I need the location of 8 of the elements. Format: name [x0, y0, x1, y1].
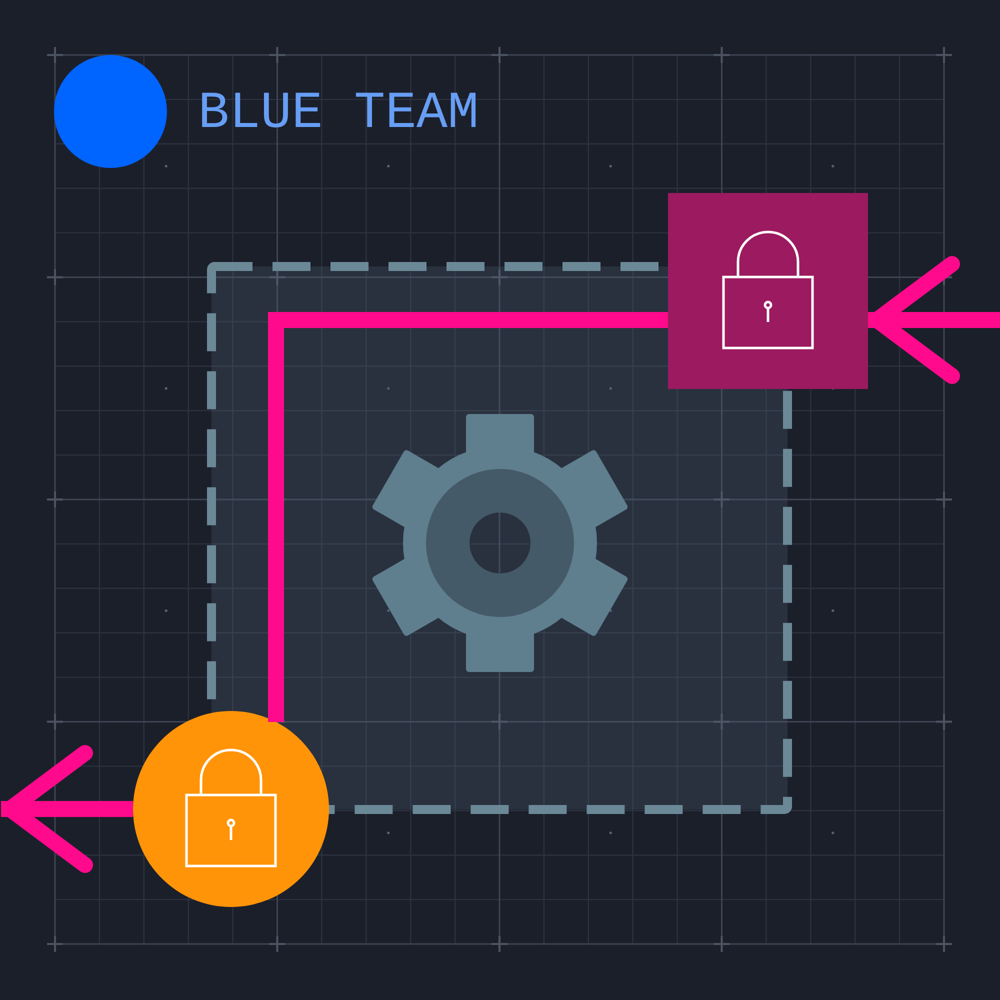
lock-disc: [133, 711, 329, 907]
dashed-boundary: [207, 262, 792, 814]
arrow: [1, 745, 133, 873]
arrow: [868, 256, 1000, 384]
lock-tile: [668, 193, 868, 389]
connector-line: [268, 312, 668, 722]
title: BLUE TEAM: [198, 84, 479, 144]
gear-icon: [371, 414, 629, 672]
